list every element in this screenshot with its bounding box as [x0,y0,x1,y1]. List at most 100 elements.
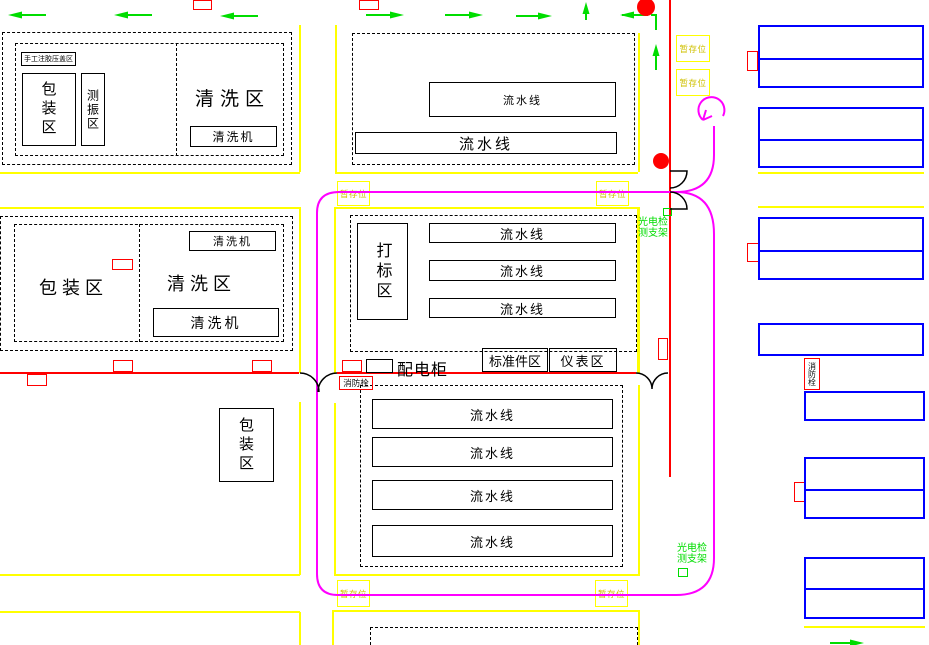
fire-hydrant-label: 消防栓 [804,358,820,390]
assembly-line-box: 流水线 [372,480,613,510]
assembly-line-label: 流水线 [469,489,515,505]
zone-label: 打标区 [373,241,393,302]
storage-rack [804,457,925,519]
assembly-line-label: 流水线 [469,535,515,551]
building-top-left-outer [2,32,292,165]
temp-storage-label: 暂存位 [679,78,707,89]
assembly-line-box: 流水线 [429,298,616,318]
zone-vibration-test: 测振区 [81,73,105,146]
temp-storage-box: 暂存位 [676,35,710,62]
wall-red [0,372,299,374]
temp-storage-label: 暂存位 [598,189,626,200]
assembly-line-box: 流水线 [355,132,617,154]
assembly-line-box: 流水线 [429,260,616,281]
fire-hydrant-text: 消防栓 [343,379,369,389]
zone-packing-bottom: 包装区 [219,408,274,482]
machine-label: 清洗机 [190,315,242,332]
aisle-line [299,402,301,575]
red-dot-marker [653,153,669,169]
temp-storage-label: 暂存位 [679,44,707,55]
red-marker-box [342,360,362,372]
assembly-line-label: 流水线 [458,134,513,153]
zone-packing-top-left: 包装区 [22,73,76,146]
wall-red-vertical [669,0,671,477]
rack-shelf-line [806,588,923,590]
temp-storage-label: 暂存位 [597,589,625,600]
zone-packing-left: 包装区 [39,278,108,299]
storage-rack [758,25,924,88]
temp-storage-box: 暂存位 [596,181,629,206]
assembly-line-box: 流水线 [372,399,613,429]
zone-label: 包装区 [39,81,58,138]
flow-loop-return-arrow [697,96,726,121]
rack-shelf-line [760,250,922,252]
rack-shelf-line [760,58,922,60]
assembly-line-label: 流水线 [469,408,515,424]
storage-rack [758,217,924,280]
building-top-left-inner [15,43,284,156]
photoelectric-text: 光电检 [638,217,668,228]
machine-label: 清洗机 [212,130,255,144]
red-dot-marker [637,0,655,16]
aisle-line [0,172,300,174]
red-marker-box [193,0,212,10]
aisle-line [334,574,640,576]
fire-hydrant-label: 消防栓 [339,376,373,390]
power-cabinet-label: 配电柜 [397,360,449,379]
zone-label: 仪表区 [560,354,606,370]
temp-storage-label: 暂存位 [339,189,367,200]
zone-label: 测振区 [85,88,100,131]
aisle-line [0,611,300,613]
red-marker-box [113,360,133,372]
photoelectric-text: 光电检 [677,543,707,554]
photoelectric-text: 测支架 [638,228,668,239]
aisle-line [299,207,301,373]
building-outline-bottom [332,610,640,645]
photoelectric-text: 测支架 [677,554,707,565]
temp-storage-box: 暂存位 [337,580,370,607]
cleaning-machine-box: 清洗机 [189,231,276,251]
zone-marking: 打标区 [357,223,408,320]
aisle-line [804,626,925,628]
red-marker-box [658,338,668,360]
red-marker-box [112,259,133,270]
aisle-line [299,25,301,172]
zone-label: 手工注胶压盖区 [24,55,73,63]
rack-shelf-line [760,139,922,141]
aisle-line [758,206,924,208]
rack-shelf-line [806,489,923,491]
building-left-middle-inner [14,224,284,342]
zone-cleaning-top: 清洗区 [195,88,271,110]
aisle-line [0,574,300,576]
assembly-line-box: 流水线 [429,223,616,243]
building-bottom-inner [370,627,638,645]
power-cabinet-box [366,359,393,373]
aisle-line [299,612,301,645]
red-marker-box [27,374,47,386]
red-marker-box [747,51,758,71]
temp-storage-box: 暂存位 [676,69,710,96]
red-marker-box [359,0,379,10]
temp-storage-box: 暂存位 [595,580,628,607]
assembly-line-box: 流水线 [372,437,613,467]
aisle-line [335,25,337,172]
aisle-line [0,207,300,209]
temp-storage-label: 暂存位 [339,589,367,600]
assembly-line-label: 流水线 [503,93,542,107]
assembly-line-label: 流水线 [469,446,515,462]
assembly-line-label: 流水线 [499,302,545,318]
aisle-line [758,172,924,174]
temp-storage-box: 暂存位 [337,181,370,206]
photoelectric-sensor-box [678,568,688,577]
zone-label: 包装区 [237,416,255,474]
aisle-line [335,172,638,174]
aisle-line [638,33,640,172]
cleaning-machine-box: 清洗机 [190,126,277,147]
assembly-line-label: 流水线 [499,227,545,243]
cleaning-machine-box: 清洗机 [153,308,279,337]
photoelectric-bracket-label: 光电检 测支架 [677,543,707,565]
partition-dashed [176,43,177,156]
fire-hydrant-text: 消防栓 [807,362,817,386]
photoelectric-bracket-label: 光电检 测支架 [638,217,668,239]
